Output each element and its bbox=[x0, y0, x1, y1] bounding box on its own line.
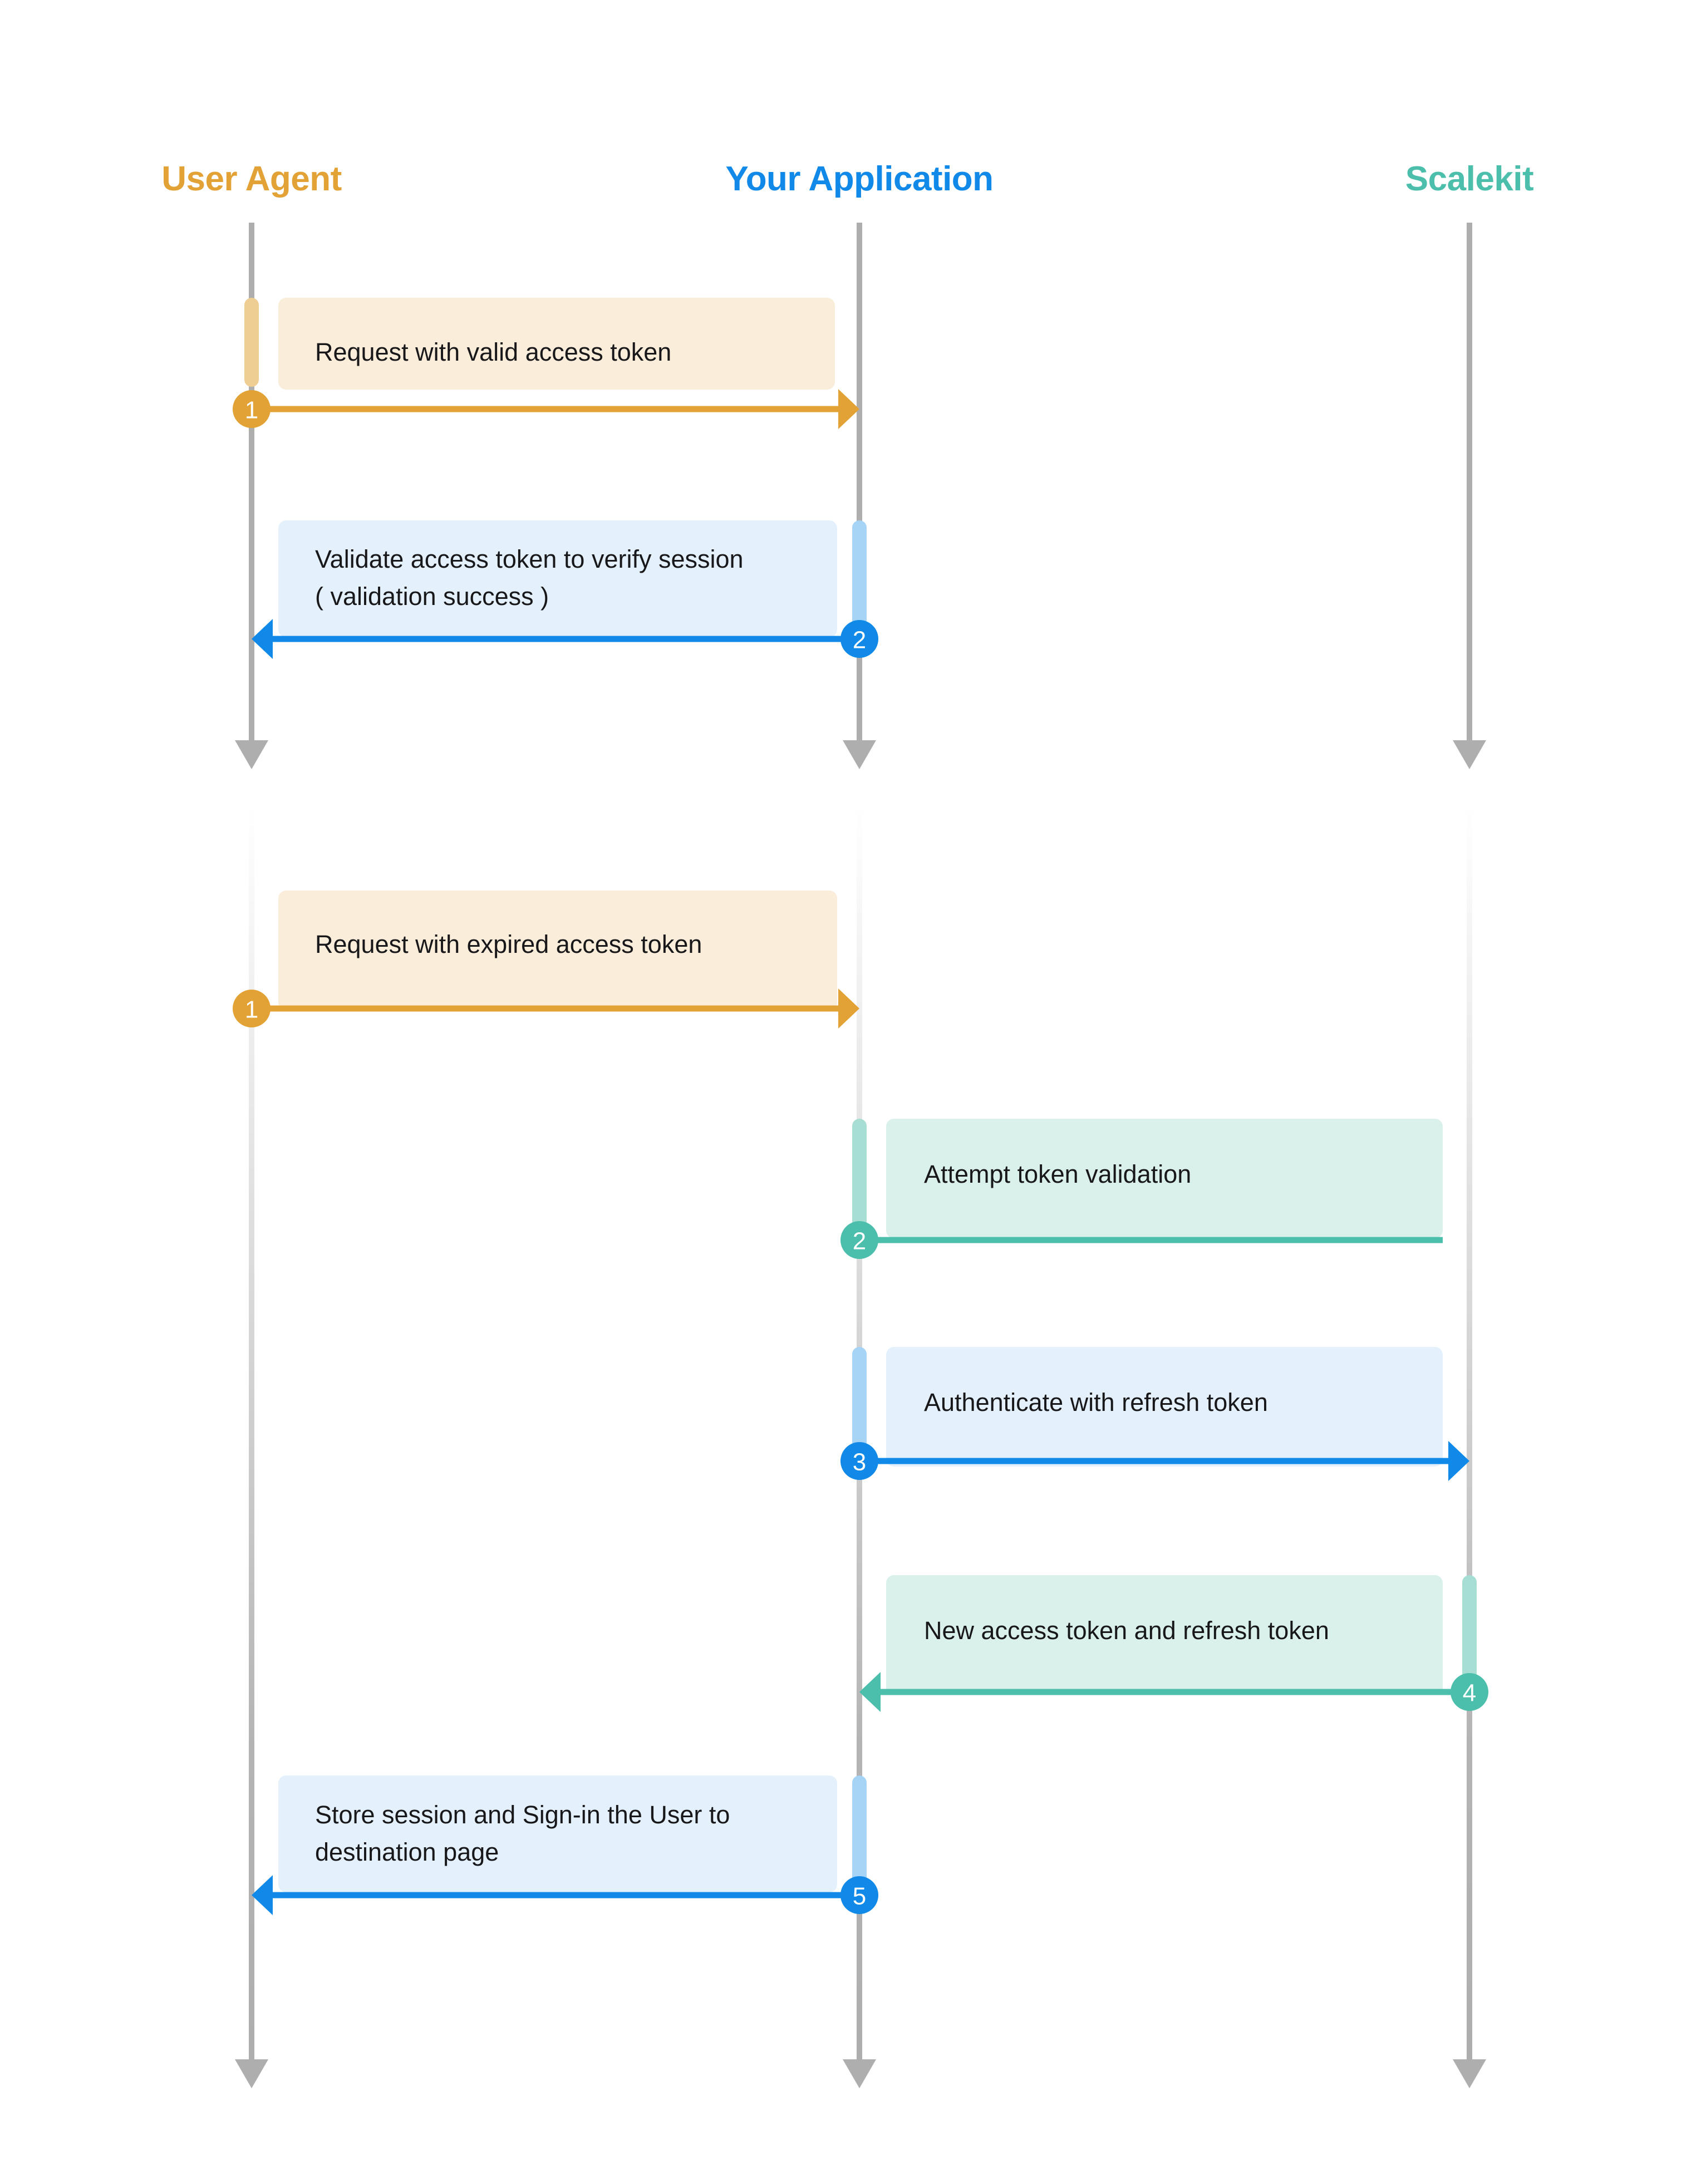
message-expired-token-flow-3: 3 Authenticate with refresh token bbox=[840, 1347, 1469, 1481]
step-badge-label-4: 4 bbox=[1463, 1680, 1476, 1707]
message-expired-token-flow-2: 2 Attempt token validation bbox=[840, 1119, 1443, 1259]
activation-bar-5 bbox=[852, 1775, 867, 1887]
message-arrowhead-3 bbox=[1448, 1441, 1469, 1481]
message-box-2 bbox=[886, 1119, 1443, 1238]
lifeline-end-arrow-your-application bbox=[843, 740, 876, 769]
lifeline-scalekit bbox=[1467, 223, 1472, 740]
step-badge-label-5: 5 bbox=[853, 1883, 866, 1910]
message-label-2-line-2: ( validation success ) bbox=[315, 582, 549, 611]
message-valid-token-flow-2: 2 Validate access token to verify session… bbox=[252, 520, 878, 659]
message-expired-token-flow-5: 5 Store session and Sign-in the User to de… bbox=[252, 1775, 878, 1915]
message-label-4-line-1: New access token and refresh token bbox=[924, 1616, 1329, 1645]
message-valid-token-flow-1: 1 Request with valid access token bbox=[233, 298, 859, 429]
message-label-2-line-1: Attempt token validation bbox=[924, 1160, 1191, 1188]
lifeline-user-agent bbox=[249, 223, 254, 740]
activation-bar-2 bbox=[852, 1119, 867, 1230]
step-badge-2[interactable] bbox=[840, 1221, 878, 1259]
message-expired-token-flow-4: 4 New access token and refresh token bbox=[859, 1575, 1488, 1712]
message-box-5 bbox=[278, 1775, 837, 1892]
section-valid-token-flow: 1 Request with valid access token 2 Validat… bbox=[233, 223, 1486, 769]
participant-label-user-agent: User Agent bbox=[161, 160, 341, 198]
step-badge-label-2: 2 bbox=[853, 627, 866, 654]
step-badge-5[interactable] bbox=[840, 1876, 878, 1914]
message-arrowhead-1 bbox=[838, 988, 859, 1029]
activation-bar-1 bbox=[244, 298, 259, 387]
participant-label-your-application: Your Application bbox=[725, 160, 993, 198]
lifeline-scalekit bbox=[1467, 806, 1472, 2059]
step-badge-label-3: 3 bbox=[853, 1449, 866, 1476]
message-box-3 bbox=[886, 1347, 1443, 1467]
step-badge-1[interactable] bbox=[233, 390, 271, 428]
step-badge-label-2: 2 bbox=[853, 1228, 866, 1255]
message-expired-token-flow-1: 1 Request with expired access token bbox=[233, 891, 859, 1029]
message-label-5-line-1: Store session and Sign-in the User to bbox=[315, 1801, 730, 1829]
message-arrowhead-4 bbox=[859, 1672, 881, 1712]
step-badge-4[interactable] bbox=[1451, 1673, 1488, 1711]
participant-label-scalekit: Scalekit bbox=[1405, 160, 1533, 198]
step-badge-label-1: 1 bbox=[245, 397, 258, 424]
message-label-1-line-1: Request with valid access token bbox=[315, 338, 671, 366]
lifeline-user-agent bbox=[249, 806, 254, 2059]
message-arrowhead-1 bbox=[838, 389, 859, 429]
activation-bar-2 bbox=[852, 520, 867, 632]
section-expired-token-flow: 1 Request with expired access token 2 Attem… bbox=[233, 806, 1488, 2088]
lifeline-end-arrow-scalekit bbox=[1453, 740, 1486, 769]
lifeline-your-application bbox=[857, 223, 862, 740]
activation-bar-4 bbox=[1462, 1575, 1477, 1686]
sections-layer: 1 Request with valid access token 2 Validat… bbox=[233, 223, 1488, 2088]
step-badge-3[interactable] bbox=[840, 1442, 878, 1480]
message-label-3-line-1: Authenticate with refresh token bbox=[924, 1388, 1268, 1416]
message-box-2 bbox=[278, 520, 837, 637]
message-arrowhead-5 bbox=[252, 1875, 273, 1915]
activation-bar-3 bbox=[852, 1347, 867, 1458]
message-label-2-line-1: Validate access token to verify session bbox=[315, 545, 744, 573]
lifeline-end-arrow-scalekit bbox=[1453, 2059, 1486, 2088]
step-badge-label-1: 1 bbox=[245, 996, 258, 1024]
lifeline-end-arrow-user-agent bbox=[235, 740, 268, 769]
step-badge-1[interactable] bbox=[233, 990, 271, 1027]
step-badge-2[interactable] bbox=[840, 620, 878, 658]
message-label-5-line-2: destination page bbox=[315, 1838, 499, 1866]
message-label-1-line-1: Request with expired access token bbox=[315, 930, 702, 958]
lifeline-end-arrow-your-application bbox=[843, 2059, 876, 2088]
message-box-4 bbox=[886, 1575, 1443, 1695]
lifeline-end-arrow-user-agent bbox=[235, 2059, 268, 2088]
message-box-1 bbox=[278, 298, 835, 390]
participant-headers: User Agent Your Application Scalekit bbox=[161, 160, 1533, 198]
message-arrowhead-2 bbox=[252, 619, 273, 659]
message-box-1 bbox=[278, 891, 837, 1010]
